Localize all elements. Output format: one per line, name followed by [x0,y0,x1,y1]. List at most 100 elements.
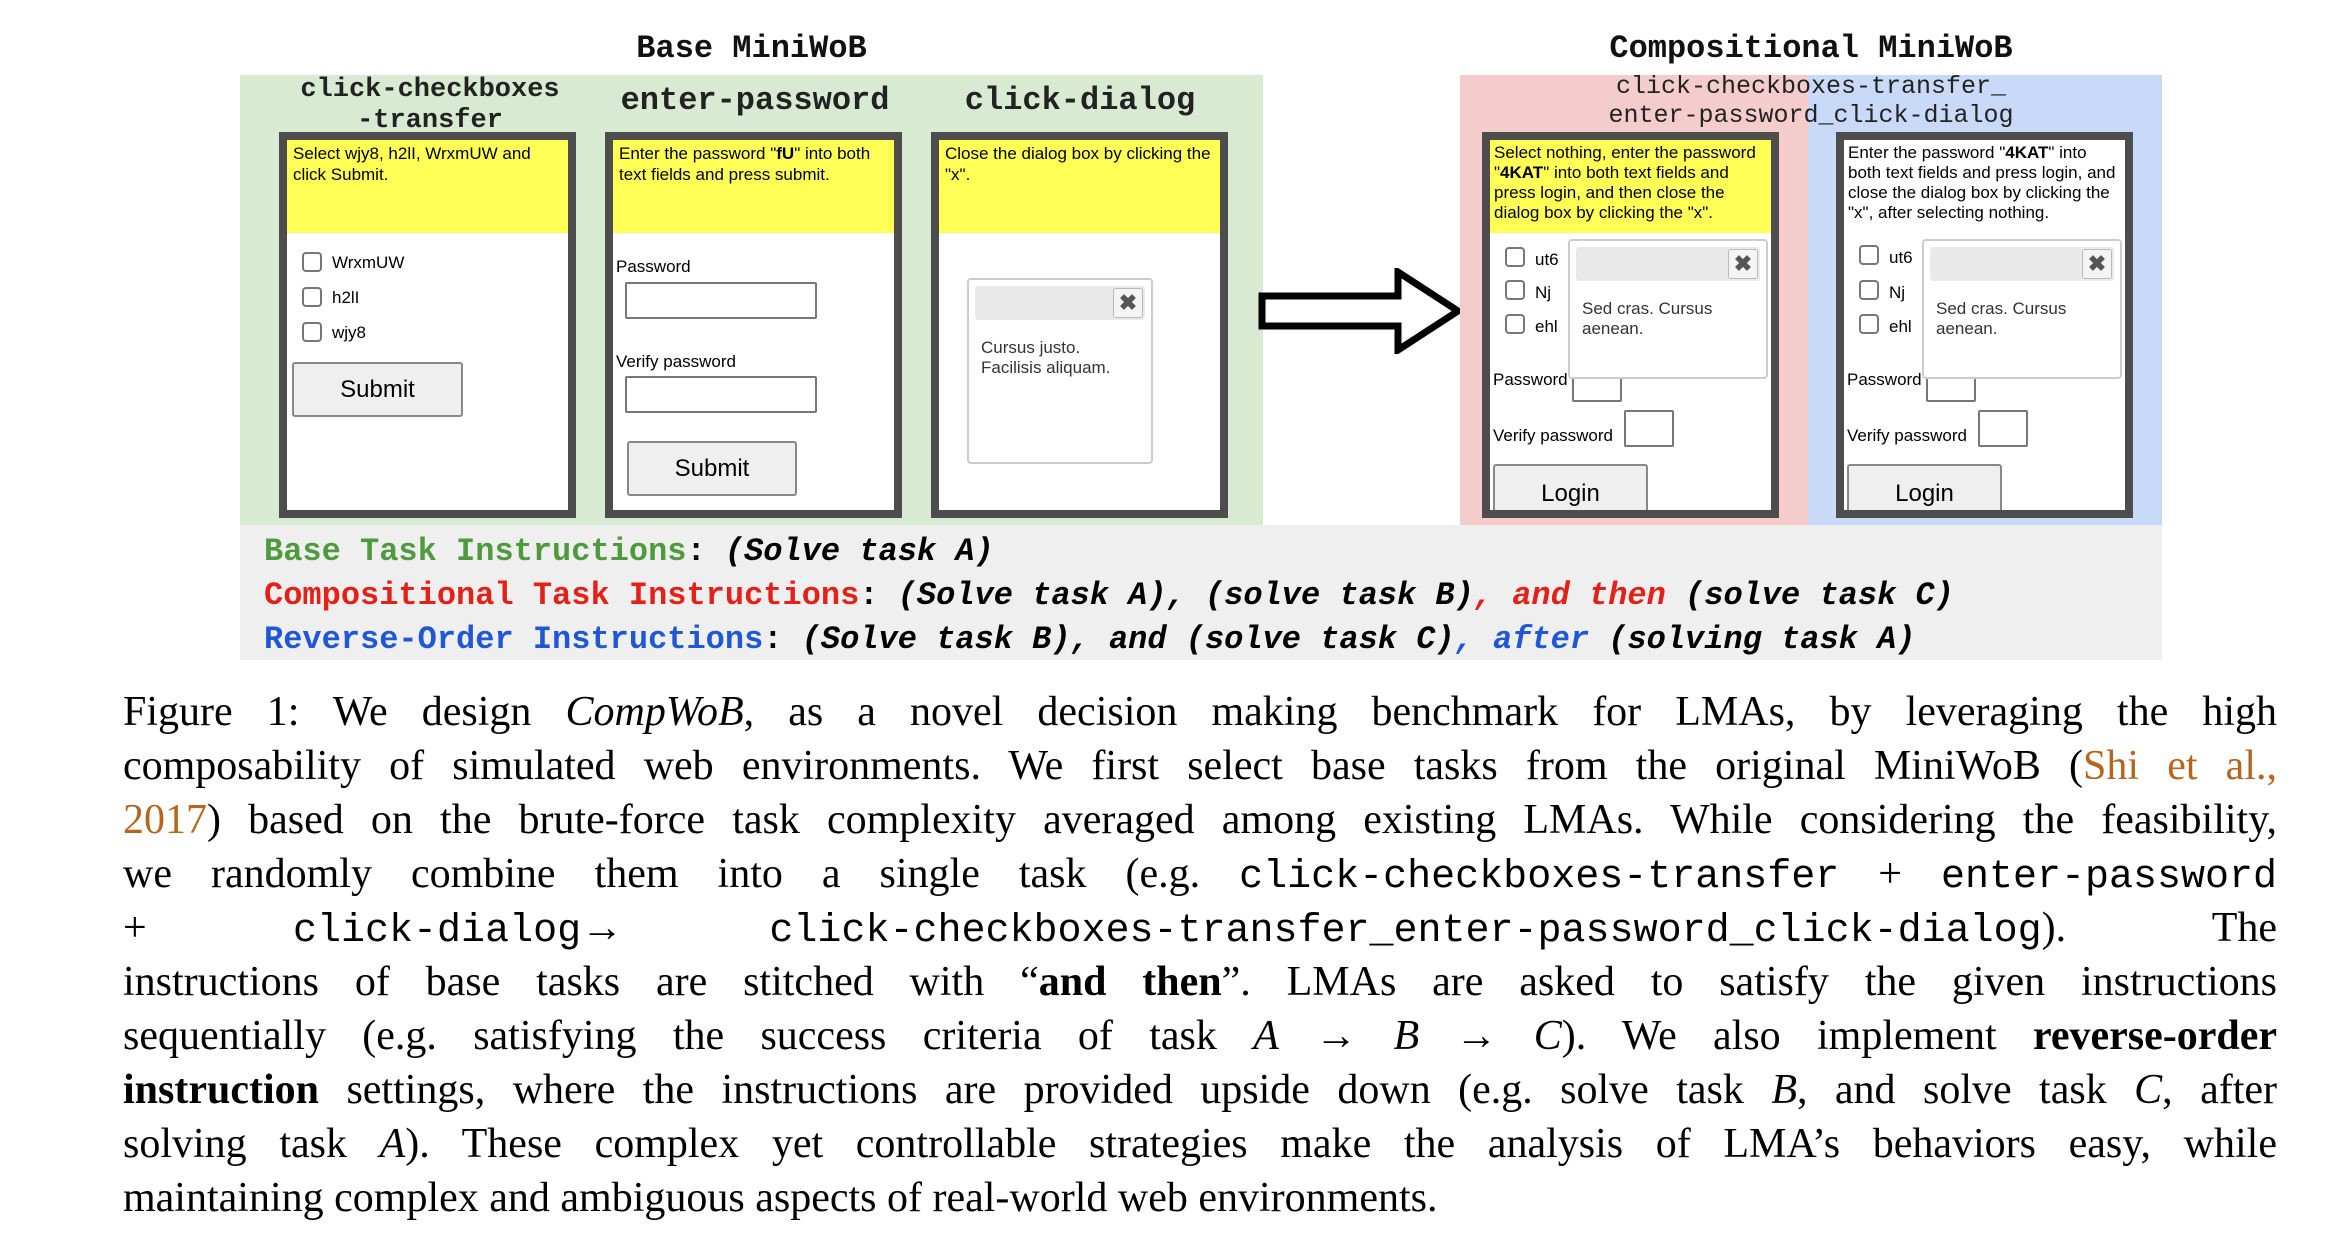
checkbox-label: h2lI [332,288,360,307]
instruction-text: " into both text fields and press login,… [1848,143,2116,222]
caption-text: and then [1038,959,1222,1005]
caption-text: A [379,1121,406,1167]
caption-line: 2017) based on the brute-force task comp… [123,793,2277,847]
caption-text: C [2134,1067,2163,1113]
login-button[interactable]: Login [1493,464,1648,510]
checkbox-label: ehl [1535,317,1558,336]
caption-text: ). The [2041,905,2278,951]
password-input[interactable] [625,282,817,319]
compositional-instruction-line: Compositional Task Instructions: (Solve … [264,577,1954,614]
caption-text: → [1419,1013,1534,1059]
compositional-task-window: Select nothing, enter the password "4KAT… [1482,132,1779,518]
caption-text: + [1839,851,1941,897]
dialog-line: aenean. [1936,319,1998,338]
caption-text: instructions of base tasks are stitched … [123,959,1039,1005]
caption-text: ). These complex yet controllable strate… [405,1121,2277,1167]
checkbox-label: wjy8 [332,323,367,342]
dialog-line: Sed cras. Cursus [1582,299,1713,318]
instruction-text: Select nothing, enter the password " [1494,143,1756,182]
verify-password-label: Verify password [1493,426,1613,445]
reverse-order-task-window: Enter the password "4KAT" into both text… [1836,132,2133,518]
caption-text: → [1278,1013,1394,1059]
checkbox[interactable] [1859,314,1879,334]
caption-text: composability of simulated web environme… [123,743,2084,789]
header-line: enter-password_click-dialog [1608,101,2014,130]
checkbox-label: Nj [1535,283,1552,302]
enter-password-task-window: Enter the password "fU" into both text f… [605,132,902,518]
click-dialog-task-window: Close the dialog box by clicking the "x"… [931,132,1228,518]
task-header-click-dialog: click-dialog [964,82,1196,119]
caption-text: Figure 1: We design [123,689,566,735]
dialog-box: ✖ Sed cras. Cursus aenean. [1922,239,2122,379]
checkbox[interactable] [302,252,322,272]
caption-text: click-dialog [293,909,582,954]
header-line: -transfer [357,106,503,136]
caption-text: maintaining complex and ambiguous aspect… [123,1175,1438,1221]
checkbox[interactable] [302,322,322,342]
caption-line-text: solving task A). These complex yet contr… [123,1117,2277,1171]
checkbox[interactable] [1505,280,1525,300]
checkbox-label: WrxmUW [332,253,405,272]
checkbox-label: ut6 [1889,248,1913,267]
checkbox[interactable] [1505,314,1525,334]
submit-button[interactable]: Submit [627,441,797,496]
caption-text: + [123,905,294,951]
verify-password-input[interactable] [1978,410,2028,447]
close-icon[interactable]: ✖ [1113,288,1143,318]
caption-line: sequentially (e.g. satisfying the succes… [123,1009,2277,1063]
caption-line: we randomly combine them into a single t… [123,847,2277,905]
close-icon[interactable]: ✖ [1728,249,1758,279]
instruction-segment: : [859,577,898,614]
reverse-order-instruction-line: Reverse-Order Instructions: (Solve task … [264,621,1915,658]
dialog-titlebar: ✖ [1930,247,2114,281]
verify-password-input[interactable] [625,376,817,413]
caption-line-text: Figure 1: We design CompWoB, as a novel … [123,685,2277,739]
close-icon[interactable]: ✖ [2082,249,2112,279]
checkbox[interactable] [302,287,322,307]
task-instruction: Close the dialog box by clicking the "x"… [939,140,1220,233]
instruction-text: Enter the password " [1848,143,2006,162]
checkbox[interactable] [1859,280,1879,300]
header-line: click-checkboxes [300,75,560,105]
base-panel: click-checkboxes -transfer enter-passwor… [240,75,1263,525]
password-label: Password [1847,370,1922,389]
caption-text: reverse-order [2032,1013,2278,1059]
checkbox[interactable] [1505,247,1525,267]
base-miniwob-title: Base MiniWoB [636,30,867,67]
verify-password-input[interactable] [1624,410,1674,447]
citation-link[interactable]: Shi et al., [2083,743,2277,789]
task-instruction: Enter the password "fU" into both text f… [613,140,894,233]
task-instruction: Select nothing, enter the password "4KAT… [1490,140,1771,233]
task-header-enter-password: enter-password [620,82,890,119]
caption-text: → [581,905,770,951]
caption-text: click-checkboxes-transfer_enter-password… [769,909,2042,954]
caption-text: , after [2162,1067,2278,1113]
caption-text: B [1393,1013,1420,1059]
task-header-click-checkboxes: click-checkboxes -transfer [280,75,580,137]
checkbox[interactable] [1859,245,1879,265]
caption-text: click-checkboxes-transfer [1239,855,1840,900]
instruction-segment: : [763,621,802,658]
password-value: 4KAT [2005,143,2049,162]
password-label: Password [616,257,691,276]
instruction-segment: : [686,533,725,570]
dialog-line: aenean. [1582,319,1644,338]
caption-line-text: maintaining complex and ambiguous aspect… [123,1171,2277,1225]
caption-text: instruction [123,1067,320,1113]
caption-line: composability of simulated web environme… [123,739,2277,793]
caption-line-text: instructions of base tasks are stitched … [123,955,2277,1009]
caption-text: ). We also implement [1561,1013,2033,1059]
caption-line: Figure 1: We design CompWoB, as a novel … [123,685,2277,739]
submit-button[interactable]: Submit [292,362,463,417]
caption-line: maintaining complex and ambiguous aspect… [123,1171,2277,1225]
caption-line: instructions of base tasks are stitched … [123,955,2277,1009]
dialog-text: Sed cras. Cursus aenean. [1936,299,2066,339]
header-line: click-checkboxes-transfer_ [1615,72,2007,101]
caption-line-text: instruction settings, where the instruct… [123,1063,2277,1117]
login-button[interactable]: Login [1847,464,2002,510]
caption-text: C [1533,1013,1562,1059]
caption-text: B [1771,1067,1797,1113]
instruction-segment: Reverse-Order Instructions [264,621,764,658]
instruction-text: " into both text fields and press login,… [1494,163,1729,222]
citation-link[interactable]: 2017 [123,797,207,843]
